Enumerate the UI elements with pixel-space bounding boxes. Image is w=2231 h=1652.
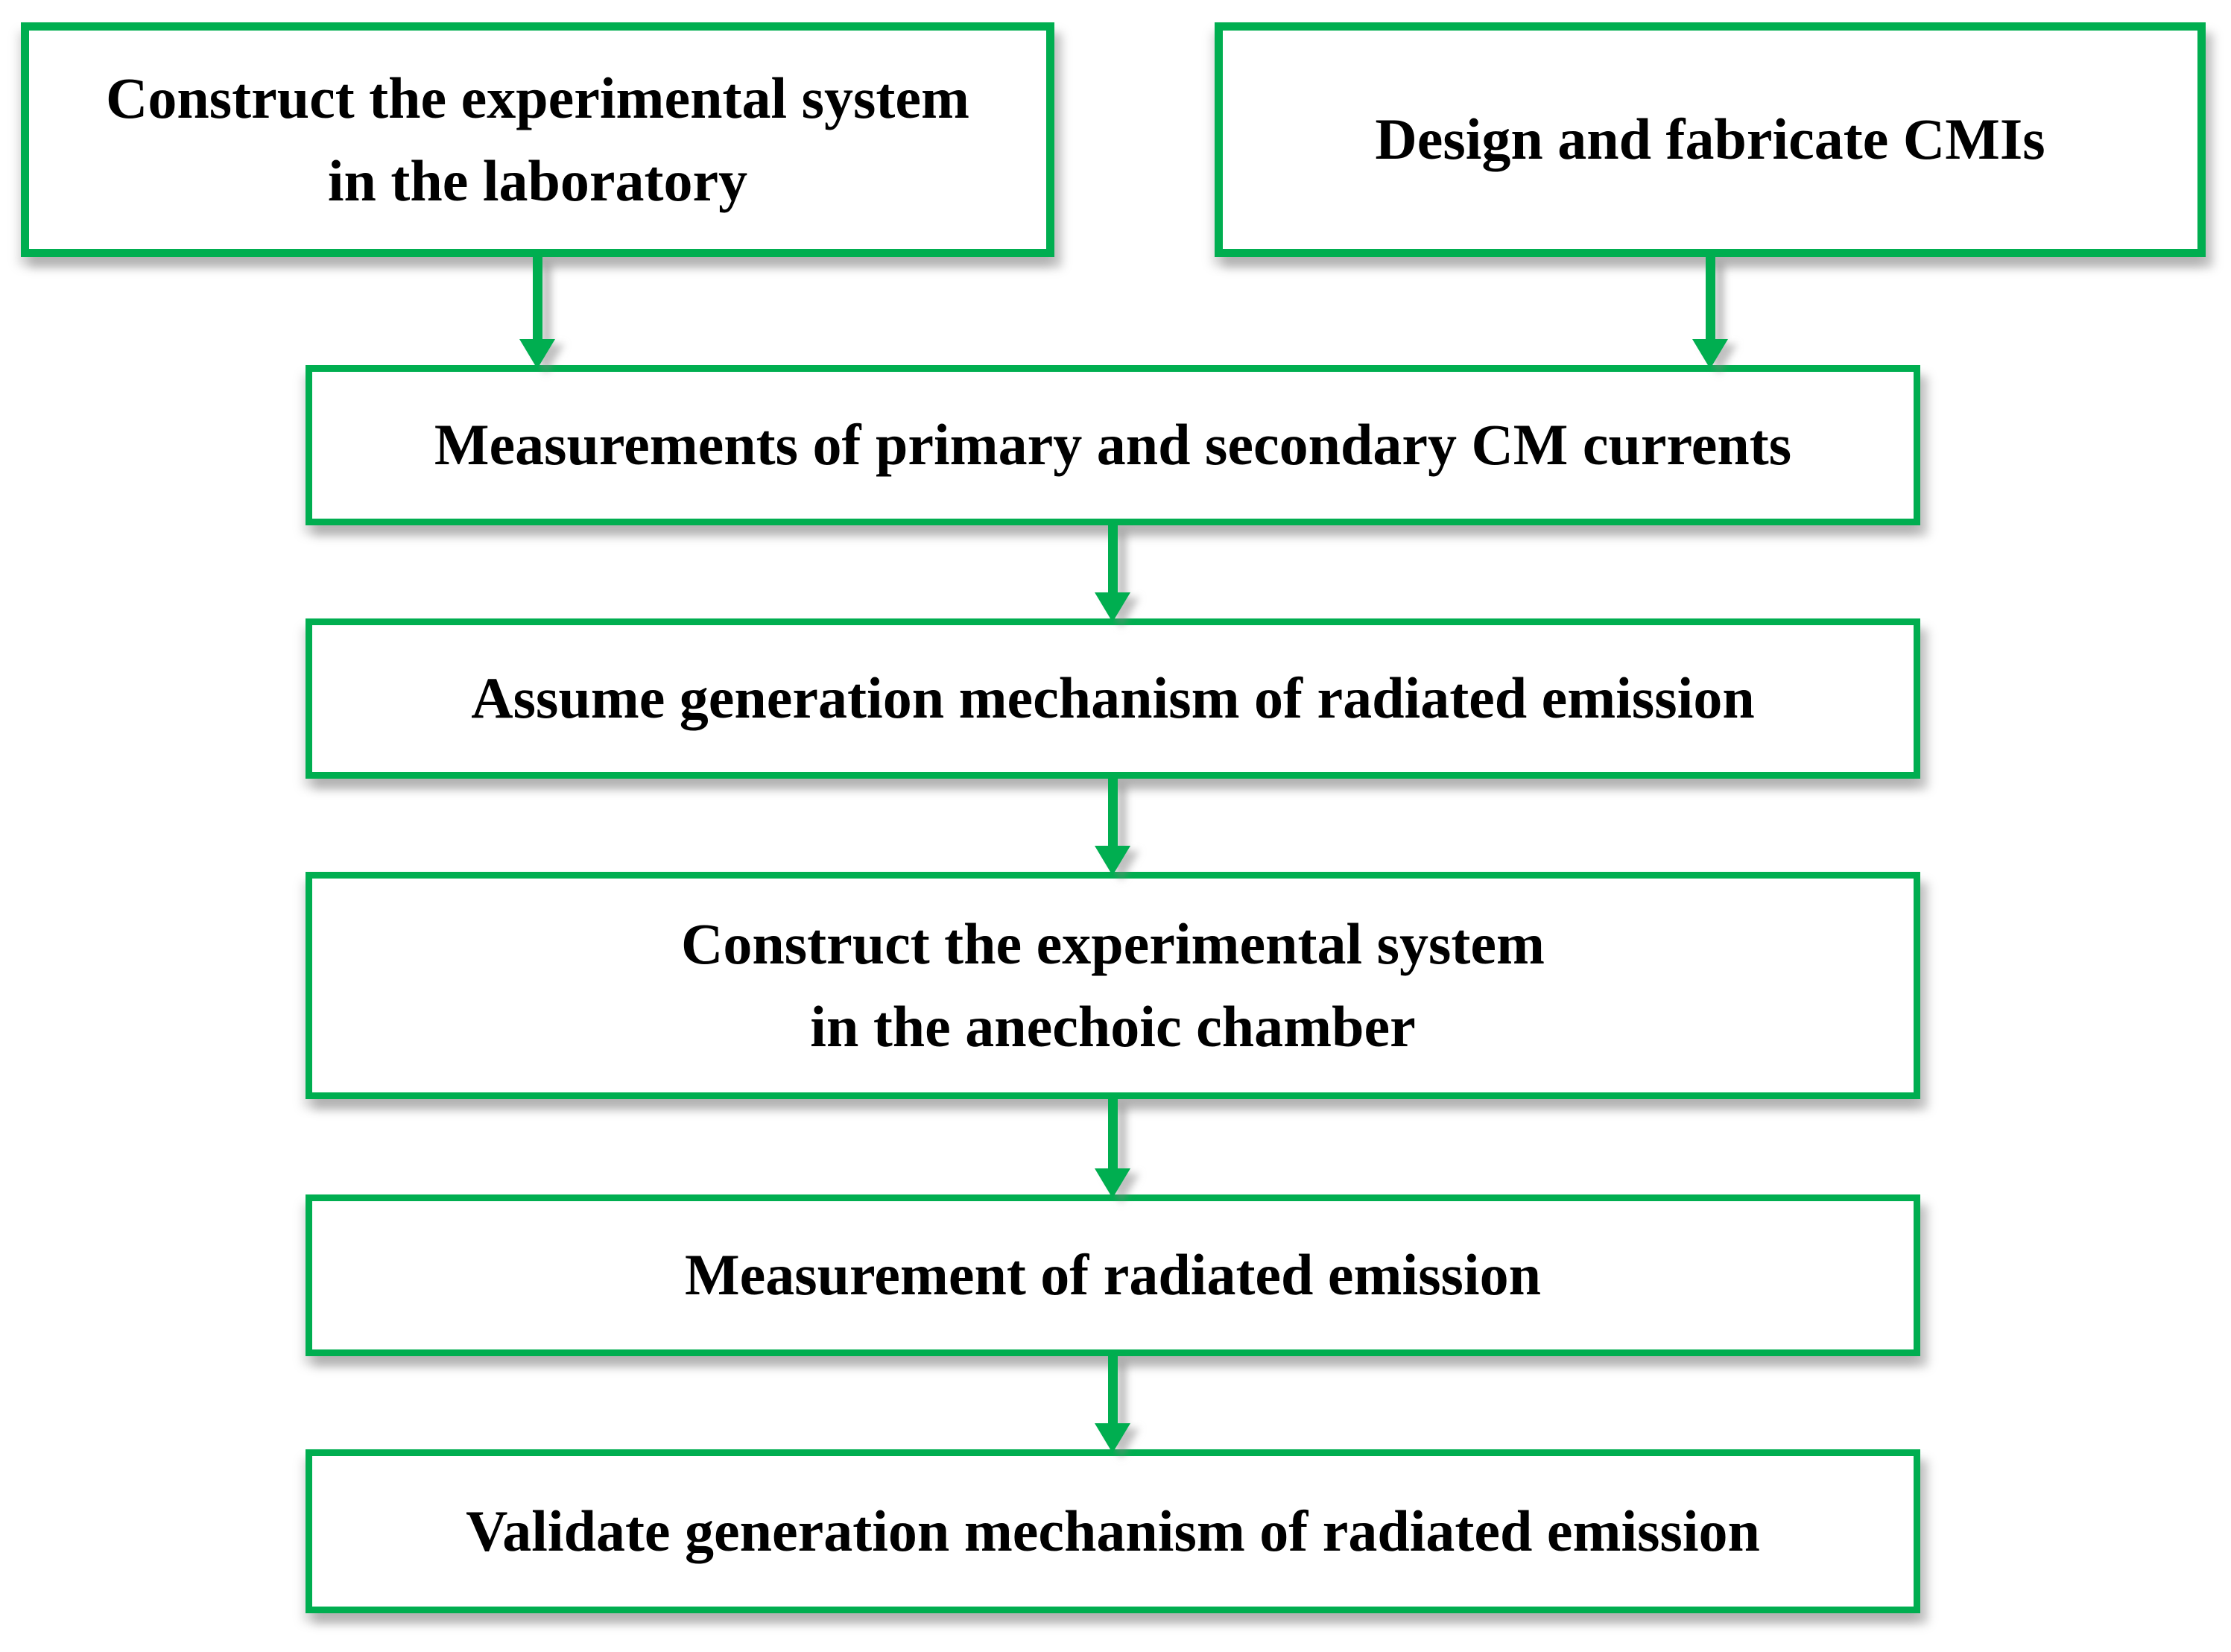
flow-box-construct-laboratory-label: Construct the experimental system in the… — [106, 65, 969, 213]
flow-arrow-laboratory-to-cm-currents — [519, 257, 555, 369]
arrow-head-down-icon — [1095, 1168, 1130, 1198]
flow-box-design-fabricate-cmis: Design and fabricate CMIs — [1215, 22, 2206, 257]
flow-box-validate-mechanism: Validate generation mechanism of radiate… — [306, 1449, 1920, 1613]
arrow-stem — [1107, 1099, 1118, 1168]
flow-box-construct-laboratory: Construct the experimental system in the… — [21, 22, 1054, 257]
arrow-head-down-icon — [519, 339, 555, 369]
arrow-stem — [1705, 257, 1715, 339]
flow-box-validate-mechanism-label: Validate generation mechanism of radiate… — [466, 1498, 1760, 1563]
flow-arrow-cm-currents-to-assume-mechanism — [1095, 525, 1130, 622]
arrow-stem — [1107, 1356, 1118, 1423]
flow-arrow-cmis-to-cm-currents — [1692, 257, 1728, 369]
arrow-head-down-icon — [1095, 1423, 1130, 1453]
flow-arrow-anechoic-to-radiated-emission — [1095, 1099, 1130, 1198]
flow-box-assume-mechanism-label: Assume generation mechanism of radiated … — [471, 665, 1755, 731]
flow-box-construct-anechoic-label: Construct the experimental system in the… — [681, 911, 1545, 1059]
flow-box-measure-cm-currents-label: Measurements of primary and secondary CM… — [434, 412, 1792, 478]
arrow-stem — [1107, 525, 1118, 592]
flow-box-measure-radiated-emission: Measurement of radiated emission — [306, 1194, 1920, 1356]
flow-box-design-fabricate-cmis-label: Design and fabricate CMIs — [1375, 107, 2045, 172]
arrow-head-down-icon — [1692, 339, 1728, 369]
flow-box-measure-radiated-emission-label: Measurement of radiated emission — [685, 1242, 1541, 1308]
arrow-stem — [532, 257, 542, 339]
flow-box-measure-cm-currents: Measurements of primary and secondary CM… — [306, 365, 1920, 525]
arrow-head-down-icon — [1095, 846, 1130, 876]
flow-arrow-assume-mechanism-to-anechoic — [1095, 779, 1130, 876]
arrow-head-down-icon — [1095, 592, 1130, 622]
flow-box-construct-anechoic: Construct the experimental system in the… — [306, 872, 1920, 1099]
flow-box-assume-mechanism: Assume generation mechanism of radiated … — [306, 618, 1920, 779]
arrow-stem — [1107, 779, 1118, 846]
flow-arrow-radiated-emission-to-validate — [1095, 1356, 1130, 1453]
